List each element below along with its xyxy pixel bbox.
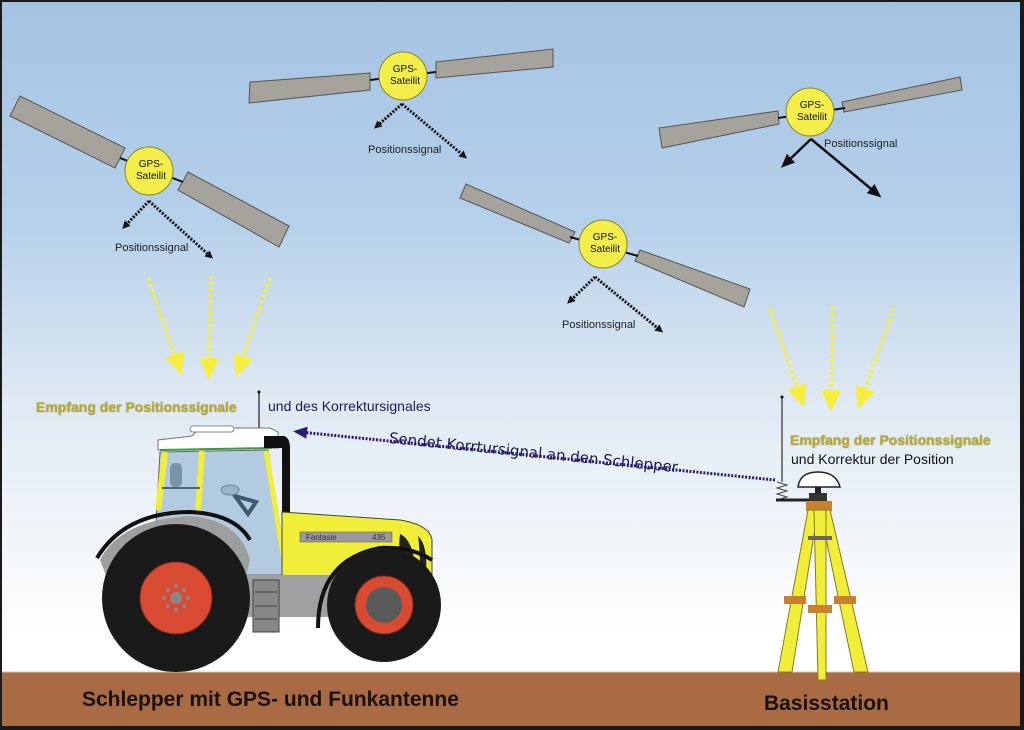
satellite-1-label: GPS-Sateilit <box>135 159 166 182</box>
satellite-2 <box>248 48 554 159</box>
reception-arrows-base <box>768 305 896 412</box>
satellite-3-signal-label: Positionssignal <box>824 138 898 150</box>
model-number: 435 <box>372 533 386 542</box>
satellite-4 <box>459 183 751 333</box>
solar-panel-left <box>9 95 126 169</box>
signal-arrow <box>810 138 882 198</box>
signal-arrow <box>122 199 151 229</box>
signal-arrow <box>780 138 812 168</box>
base-correction-label: und Korrektur der Position <box>791 451 954 467</box>
signal-arrow <box>567 275 597 304</box>
solar-panel-left <box>459 183 576 244</box>
satellite-2-signal-label: Positionssignal <box>368 144 442 156</box>
satellite-1-signal-label: Positionssignal <box>115 242 189 254</box>
satellite-1 <box>9 95 290 259</box>
tractor-reception-label: Empfang der Positionssignale <box>36 399 237 415</box>
radio-link-arrow <box>293 426 776 482</box>
satellite-4-label: GPS-Sateilit <box>589 232 620 255</box>
solar-panel-left <box>248 72 371 104</box>
solar-panel-right <box>177 171 290 248</box>
base-station-caption: Basisstation <box>764 692 889 715</box>
tractor-caption: Schlepper mit GPS- und Funkantenne <box>82 688 459 711</box>
solar-panel-right <box>634 249 751 308</box>
satellite-3 <box>658 76 963 198</box>
satellite-3-label: GPS-Sateilit <box>796 100 827 123</box>
satellite-body <box>785 87 835 137</box>
gps-receiver-antenna <box>797 471 841 488</box>
base-station <box>775 395 869 681</box>
tractor: Fantasie 435 <box>95 390 441 672</box>
satellite-body <box>578 219 628 269</box>
solar-panel-left <box>658 110 780 149</box>
satellite-body <box>124 146 174 196</box>
base-reception-label: Empfang der Positionssignale <box>790 432 991 448</box>
model-name: Fantasie <box>306 533 337 542</box>
model-plate <box>299 531 393 543</box>
solar-panel-right <box>841 76 963 113</box>
tractor-correction-label: und des Korrektursignales <box>268 398 431 414</box>
signal-arrow <box>401 102 468 159</box>
solar-panel-right <box>435 48 554 79</box>
satellite-2-label: GPS-Sateilit <box>389 64 420 87</box>
ground <box>2 672 1020 726</box>
reception-arrows-tractor <box>146 275 272 380</box>
signal-arrow <box>373 102 403 129</box>
satellite-body <box>378 51 428 101</box>
signal-arrow <box>147 199 213 259</box>
satellite-4-signal-label: Positionssignal <box>562 319 636 331</box>
